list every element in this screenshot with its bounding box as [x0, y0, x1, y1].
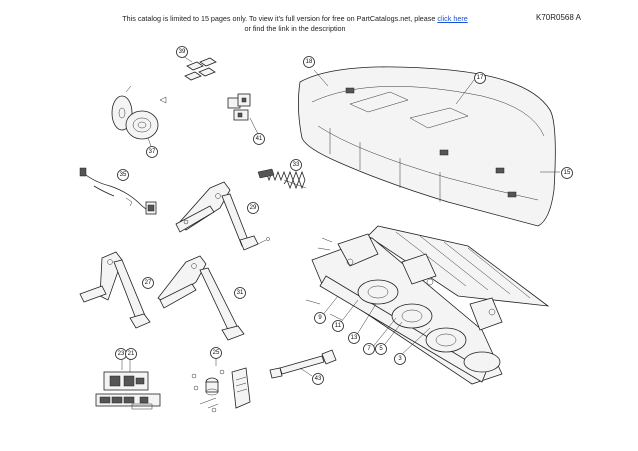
callout-23: 23 — [115, 348, 127, 360]
callout-37: 37 — [146, 146, 158, 158]
guard-cover-assembly — [298, 66, 560, 227]
part-21-23-decals — [95, 360, 161, 410]
svg-text:17: 17 — [477, 75, 484, 81]
callout-18: 18 — [303, 56, 315, 68]
part-29-frame-leg — [175, 181, 270, 251]
part-35-harness — [79, 167, 157, 215]
svg-text:13: 13 — [351, 335, 358, 341]
svg-text:23: 23 — [118, 351, 125, 357]
callout-17: 17 — [474, 72, 486, 84]
callout-35: 35 — [117, 169, 129, 181]
callout-15: 15 — [561, 167, 573, 179]
svg-text:21: 21 — [128, 351, 135, 357]
callout-39: 39 — [176, 46, 188, 58]
svg-text:31: 31 — [237, 290, 244, 296]
callout-29: 29 — [247, 202, 259, 214]
callout-31: 31 — [234, 287, 246, 299]
callout-5: 5 — [375, 343, 387, 355]
notice-text-line2: or find the link in the description — [244, 24, 346, 33]
svg-text:3: 3 — [398, 356, 402, 362]
svg-text:29: 29 — [250, 205, 257, 211]
part-27-frame-leg — [79, 251, 151, 329]
svg-text:7: 7 — [367, 346, 371, 352]
callout-41: 41 — [253, 133, 265, 145]
callout-25: 25 — [210, 347, 222, 359]
part-37-discs — [111, 85, 167, 147]
document-reference: K70R0568 A — [536, 13, 581, 22]
callout-3: 3 — [394, 353, 406, 365]
part-41-fittings — [227, 93, 259, 135]
svg-text:15: 15 — [564, 170, 571, 176]
svg-text:5: 5 — [379, 346, 383, 352]
part-25-kit — [191, 358, 251, 413]
svg-text:39: 39 — [179, 49, 186, 55]
svg-text:9: 9 — [318, 315, 322, 321]
callout-27: 27 — [142, 277, 154, 289]
svg-text:33: 33 — [293, 162, 300, 168]
callout-33: 33 — [290, 159, 302, 171]
callout-13: 13 — [348, 332, 360, 344]
svg-text:27: 27 — [145, 280, 152, 286]
callout-21: 21 — [125, 348, 137, 360]
callout-7: 7 — [363, 343, 375, 355]
mower-frame-assembly — [305, 225, 550, 385]
part-43-drive-shaft — [269, 349, 337, 379]
callout-9: 9 — [314, 312, 326, 324]
notice-text: This catalog is limited to 15 pages only… — [122, 14, 438, 23]
part-39-brackets — [182, 55, 217, 81]
part-31-frame-leg — [157, 255, 245, 341]
svg-text:37: 37 — [149, 149, 156, 155]
part-33-spring — [257, 168, 307, 190]
callout-43: 43 — [312, 373, 324, 385]
catalog-limit-notice: This catalog is limited to 15 pages only… — [60, 14, 530, 34]
svg-text:43: 43 — [315, 376, 322, 382]
callout-11: 11 — [332, 320, 344, 332]
svg-text:25: 25 — [213, 350, 220, 356]
svg-text:11: 11 — [335, 323, 342, 329]
click-here-link[interactable]: click here — [437, 14, 468, 23]
svg-text:18: 18 — [306, 59, 313, 65]
svg-text:35: 35 — [120, 172, 127, 178]
svg-text:41: 41 — [256, 136, 263, 142]
